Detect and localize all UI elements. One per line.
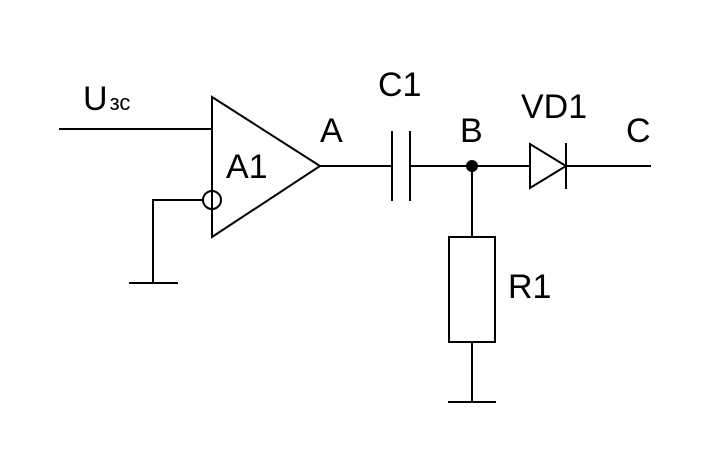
input-label: Uзс	[83, 80, 130, 118]
amplifier-a1	[211, 95, 322, 239]
diode-label: VD1	[521, 88, 587, 126]
node-c-label: C	[626, 112, 651, 150]
amplifier-label: A1	[226, 148, 268, 186]
capacitor-label: C1	[378, 66, 421, 104]
node-a-label: A	[320, 112, 343, 150]
node-b-label: B	[460, 112, 483, 150]
inverting-input-wire	[152, 199, 204, 284]
resistor-label: R1	[508, 268, 551, 306]
resistor-r1	[448, 236, 496, 343]
diode-vd1	[529, 142, 568, 190]
